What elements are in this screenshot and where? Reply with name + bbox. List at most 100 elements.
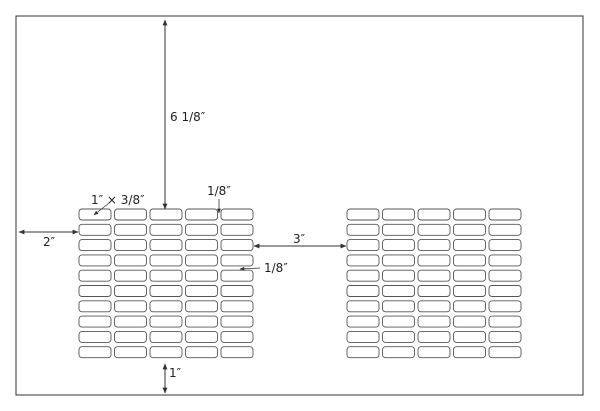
label-cell [488, 300, 522, 313]
label-cell [78, 208, 112, 221]
top-margin-label: 6 1/8″ [170, 110, 206, 124]
label-cell [346, 254, 380, 267]
block-gap-label: 3″ [293, 232, 306, 246]
label-cell [488, 223, 522, 236]
label-cell [114, 285, 147, 297]
label-cell [453, 330, 486, 343]
label-cell [114, 269, 147, 282]
label-cell [220, 239, 254, 252]
label-cell [114, 346, 147, 359]
label-cell [220, 208, 254, 221]
label-cell [453, 239, 486, 252]
sheet-outline [15, 15, 584, 396]
label-cell [149, 223, 183, 236]
label-cell [346, 300, 380, 313]
label-cell [114, 223, 147, 236]
label-block-right [346, 208, 522, 359]
label-cell [417, 346, 451, 359]
label-cell [346, 208, 380, 221]
label-cell [220, 346, 254, 359]
label-cell [488, 269, 522, 282]
label-cell [488, 208, 522, 221]
label-cell [78, 330, 112, 343]
label-cell [185, 208, 218, 221]
row-gap-label: 1/8″ [264, 261, 288, 275]
label-cell [453, 300, 486, 313]
label-cell [149, 254, 183, 267]
label-cell [78, 300, 112, 313]
label-cell [346, 239, 380, 252]
label-cell [382, 285, 415, 297]
label-cell [453, 285, 486, 297]
label-cell [346, 269, 380, 282]
label-cell [488, 346, 522, 359]
label-cell [185, 223, 218, 236]
label-cell [346, 346, 380, 359]
label-cell [185, 330, 218, 343]
label-cell [488, 315, 522, 328]
label-cell [382, 300, 415, 313]
label-size-label: 1″ × 3/8″ [91, 193, 145, 207]
label-cell [417, 285, 451, 297]
label-cell [382, 254, 415, 267]
label-cell [346, 285, 380, 297]
label-cell [382, 208, 415, 221]
label-size-leader [93, 202, 110, 216]
label-cell [382, 269, 415, 282]
label-cell [185, 239, 218, 252]
label-cell [220, 254, 254, 267]
label-cell [488, 254, 522, 267]
label-cell [185, 269, 218, 282]
label-cell [382, 346, 415, 359]
label-cell [453, 223, 486, 236]
label-cell [220, 315, 254, 328]
label-cell [488, 285, 522, 297]
label-cell [185, 254, 218, 267]
label-cell [453, 254, 486, 267]
column-gap-label: 1/8″ [207, 184, 231, 198]
label-cell [149, 285, 183, 297]
label-cell [417, 300, 451, 313]
label-cell [149, 239, 183, 252]
label-cell [149, 315, 183, 328]
label-cell [149, 300, 183, 313]
label-cell [417, 254, 451, 267]
label-cell [114, 239, 147, 252]
label-cell [453, 346, 486, 359]
label-cell [78, 223, 112, 236]
label-cell [149, 330, 183, 343]
label-block-left [78, 208, 254, 359]
label-cell [417, 208, 451, 221]
label-cell [382, 239, 415, 252]
left-margin-label: 2″ [43, 235, 56, 249]
label-cell [114, 330, 147, 343]
label-cell [114, 254, 147, 267]
label-cell [382, 330, 415, 343]
label-cell [78, 346, 112, 359]
label-cell [220, 269, 254, 282]
label-cell [149, 269, 183, 282]
label-cell [453, 269, 486, 282]
label-cell [78, 269, 112, 282]
label-cell [488, 239, 522, 252]
label-cell [220, 300, 254, 313]
label-cell [78, 315, 112, 328]
bottom-margin-label: 1″ [169, 366, 182, 380]
label-cell [488, 330, 522, 343]
label-cell [346, 330, 380, 343]
label-cell [78, 254, 112, 267]
label-cell [382, 223, 415, 236]
label-cell [417, 269, 451, 282]
label-cell [185, 346, 218, 359]
label-cell [78, 285, 112, 297]
label-cell [149, 208, 183, 221]
label-cell [114, 315, 147, 328]
label-cell [185, 285, 218, 297]
label-cell [78, 239, 112, 252]
row-gap-leader [239, 266, 261, 271]
label-cell [417, 315, 451, 328]
label-cell [149, 346, 183, 359]
label-cell [185, 300, 218, 313]
label-cell [417, 330, 451, 343]
